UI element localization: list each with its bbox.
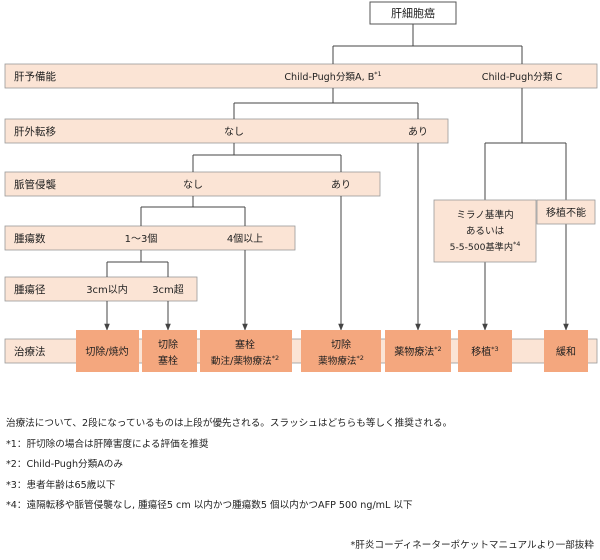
branch-vasc-no: なし: [183, 179, 203, 191]
treatment-palliative: 緩和: [556, 345, 576, 358]
source-citation: *肝炎コーディネーターポケットマニュアルより一部抜粋: [350, 540, 595, 551]
branch-count-1-3: 1〜3個: [125, 232, 158, 245]
footnotes: 治療法について、2段になっているものは上段が優先される。スラッシュはどちらも等し…: [6, 414, 596, 517]
footnote-3: *3：患者年齢は65歳以下: [6, 479, 116, 491]
branch-size-large: 3cm超: [152, 283, 184, 296]
treatment-box-drug: [385, 330, 451, 372]
branch-size-small: 3cm以内: [86, 283, 128, 296]
row-label-treatment: 治療法: [14, 345, 46, 358]
footnote-general: 治療法について、2段になっているものは上段が優先される。スラッシュはどちらも等し…: [6, 418, 453, 429]
treatment-algorithm-diagram: 肝細胞癌 肝予備能 肝外転移 脈管侵襲 腫瘍数 腫瘍径 治療法 Child-Pu…: [4, 1, 598, 372]
treatment-drug: 薬物療法*2: [394, 345, 441, 358]
not-eligible-label: 移植不能: [546, 206, 586, 219]
row-label-metastasis: 肝外転移: [14, 125, 56, 138]
not-eligible-box: [536, 199, 596, 225]
row-label-liver: 肝予備能: [14, 70, 56, 83]
branch-vasc-yes: あり: [331, 179, 351, 191]
treatment-resect-embolize-1: 切除: [158, 338, 178, 351]
treatment-box-transplant: [458, 330, 512, 372]
treatment-box-resect-embolize: [142, 330, 197, 372]
treatment-resect-embolize-2: 塞栓: [158, 354, 178, 367]
connectors: [106, 24, 567, 277]
treatment-box-palliative: [544, 330, 588, 372]
row-label-vascular: 脈管侵襲: [14, 178, 56, 191]
treatment-transplant: 移植*3: [471, 345, 498, 358]
branch-meta-no: なし: [224, 126, 244, 138]
treatment-resect-drug-1: 切除: [331, 338, 351, 351]
treatment-embolize-infusion-1: 塞栓: [235, 338, 255, 351]
treatment-embolize-infusion-2: 動注/薬物療法*2: [211, 354, 279, 367]
footnote-2: *2：Child-Pugh分類Aのみ: [6, 459, 123, 470]
row-band-liver: [4, 63, 598, 89]
treatment-box-resect-ablate: [76, 330, 139, 372]
milan-line-1: ミラノ基準内: [456, 209, 513, 221]
treatment-box-embolize-infusion: [200, 330, 292, 372]
treatment-box-resect-drug: [301, 330, 381, 372]
milan-criteria-box: [433, 199, 537, 263]
branch-child-ab: Child-Pugh分類A, B*1: [284, 70, 381, 83]
root-box: [369, 1, 457, 25]
row-label-count: 腫瘍数: [14, 232, 46, 245]
branch-count-4plus: 4個以上: [227, 232, 263, 245]
row-band-size: [4, 276, 198, 302]
row-band-count: [4, 225, 296, 251]
branch-meta-yes: あり: [408, 126, 428, 138]
branch-child-c: Child-Pugh分類 C: [482, 72, 563, 83]
treatment-resect-ablate: 切除/焼灼: [85, 345, 128, 358]
footnote-1: *1：肝切除の場合は肝障害度による評価を推奨: [6, 438, 209, 450]
treatment-arrows: [104, 143, 569, 331]
row-label-size: 腫瘍径: [14, 283, 46, 296]
milan-line-3: 5-5-500基準内*4: [450, 240, 521, 253]
row-band-metastasis: [4, 118, 449, 144]
footnote-4: *4：遠隔転移や脈管侵襲なし, 腫瘍径5 cm 以内かつ腫瘍数5 個以内かつAF…: [6, 500, 413, 511]
milan-line-2: あるいは: [466, 226, 505, 237]
treatment-resect-drug-2: 薬物療法*2: [318, 354, 364, 367]
root-label: 肝細胞癌: [391, 6, 435, 20]
